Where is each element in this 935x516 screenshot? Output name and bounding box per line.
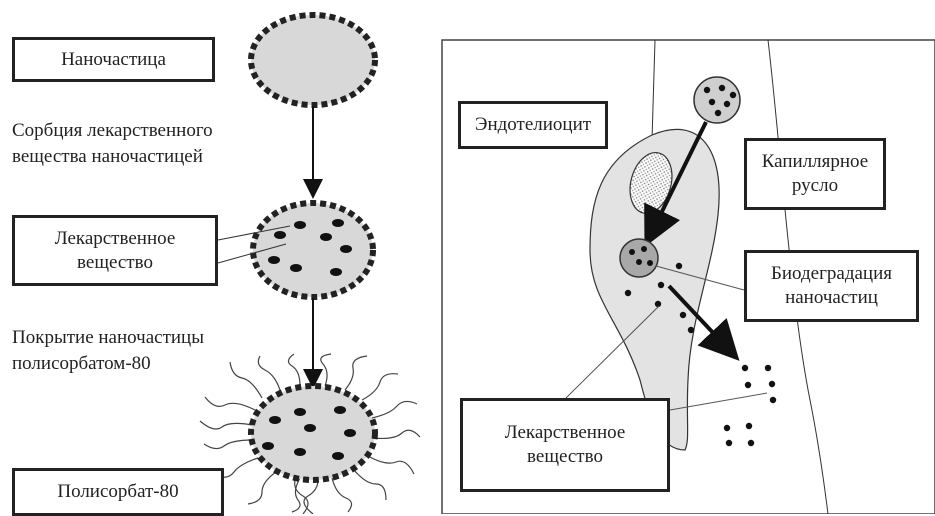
nanoparticle-loaded — [253, 203, 373, 297]
drug-label-right-line-1: Лекарственное — [505, 421, 626, 445]
sorption-caption-line-2: вещества наночастицей — [12, 144, 213, 170]
drug-label-box-right: Лекарственное вещество — [460, 398, 670, 492]
nanoparticle-coated — [251, 386, 375, 480]
capillary-label-line-1: Капиллярное — [762, 150, 868, 174]
nanoparticle-internalised — [620, 239, 658, 277]
polysorbate-label: Полисорбат-80 — [57, 480, 178, 504]
nanoparticle-label-box: Наночастица — [12, 37, 215, 82]
nanoparticle-empty — [251, 15, 375, 105]
coating-caption-line-1: Покрытие наночастицы — [12, 325, 204, 351]
capillary-label-line-2: русло — [792, 174, 838, 198]
biodegradation-label-line-2: наночастиц — [785, 286, 878, 310]
drug-label-left-line-1: Лекарственное — [55, 227, 176, 251]
endothelium-label-box: Эндотелиоцит — [458, 101, 608, 149]
polysorbate-label-box: Полисорбат-80 — [12, 468, 224, 516]
drug-label-box-left: Лекарственное вещество — [12, 215, 218, 286]
sorption-caption: Сорбция лекарственного вещества наночаст… — [12, 118, 213, 170]
nanoparticle-label: Наночастица — [61, 48, 166, 72]
coating-caption-line-2: полисорбатом-80 — [12, 351, 204, 377]
biodegradation-label-box: Биодеградация наночастиц — [744, 250, 919, 322]
endothelium-label: Эндотелиоцит — [475, 113, 591, 137]
sorption-caption-line-1: Сорбция лекарственного — [12, 118, 213, 144]
capillary-label-box: Капиллярное русло — [744, 138, 886, 210]
biodegradation-label-line-1: Биодеградация — [771, 262, 892, 286]
drug-label-left-line-2: вещество — [77, 251, 153, 275]
drug-label-right-line-2: вещество — [527, 445, 603, 469]
nanoparticle-incoming — [694, 77, 740, 123]
coating-caption: Покрытие наночастицы полисорбатом-80 — [12, 325, 204, 377]
